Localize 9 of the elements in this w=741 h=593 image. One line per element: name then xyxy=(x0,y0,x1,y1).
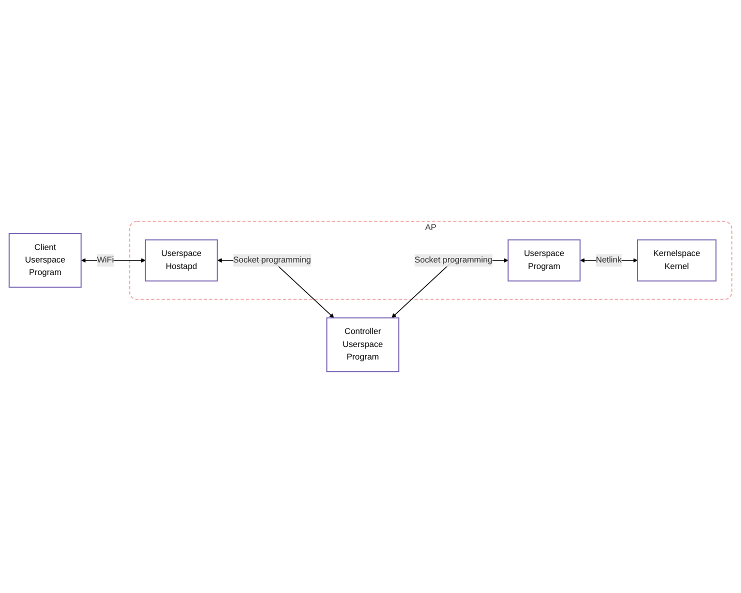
edge-label: Socket programming xyxy=(233,256,311,265)
edge-label: Netlink xyxy=(596,256,622,265)
node-box: Userspace Program xyxy=(508,239,581,282)
node-box: Kernelspace Kernel xyxy=(636,239,716,282)
node-box: Userspace Hostapd xyxy=(144,239,218,282)
node-box: Controller Userspace Program xyxy=(326,317,400,372)
node-box: Client Userspace Program xyxy=(8,233,82,288)
edge-label: Socket programming xyxy=(414,256,492,265)
edge-label: WiFi xyxy=(96,256,114,265)
